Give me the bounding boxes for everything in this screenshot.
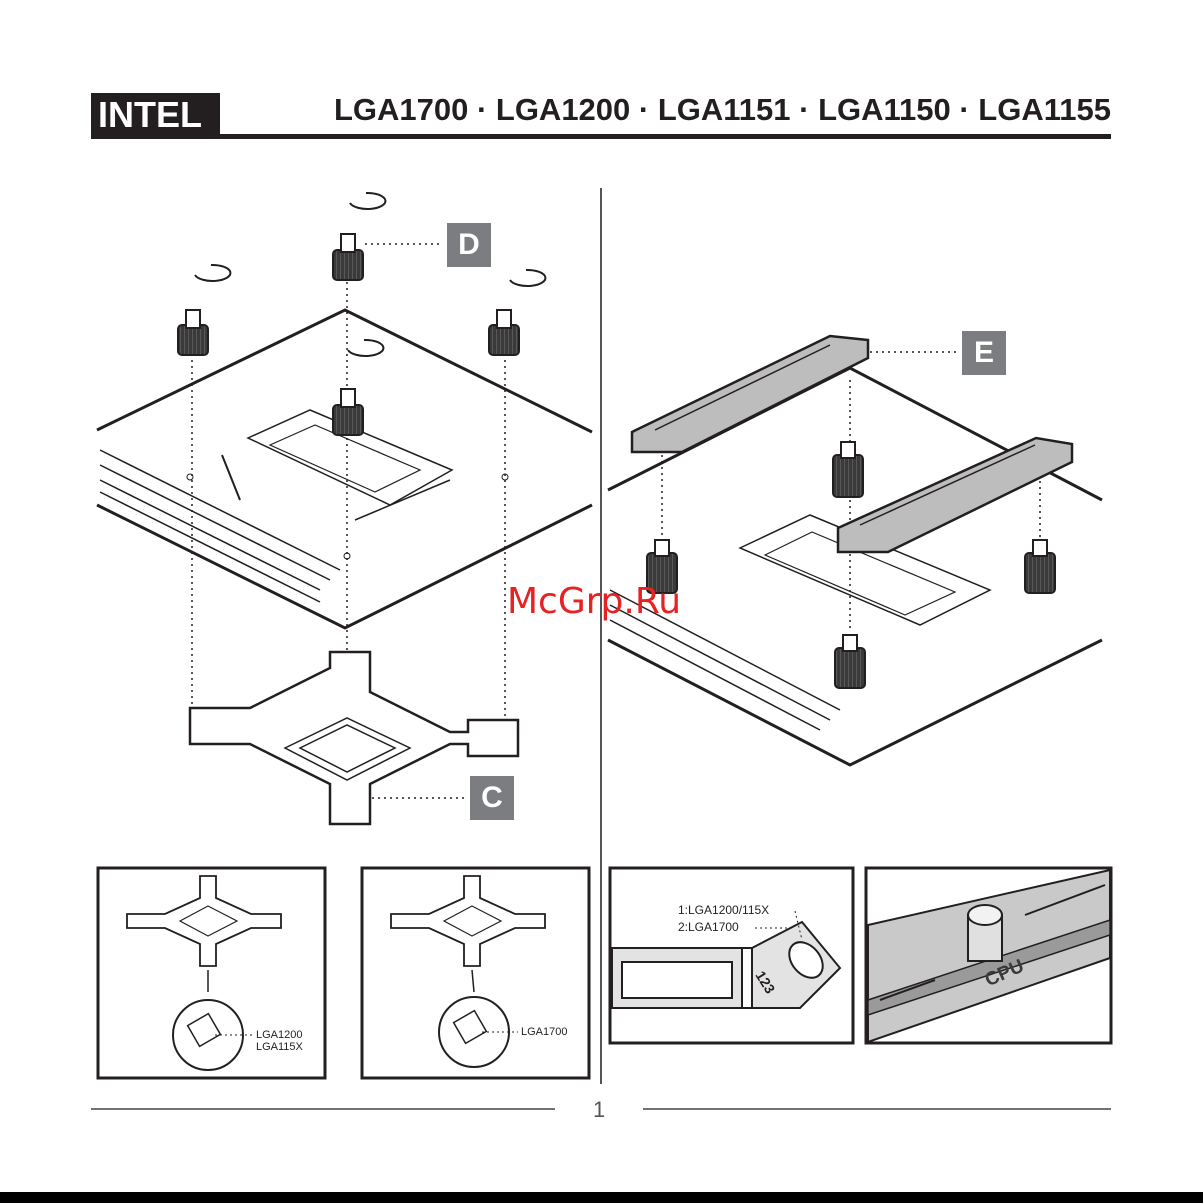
callout-c: C <box>470 776 514 820</box>
mini-backplate-1 <box>127 876 281 966</box>
standoff-icon <box>333 193 385 280</box>
cpu-marking-detail <box>868 870 1110 1042</box>
panel2-caption: LGA1700 <box>521 1026 567 1039</box>
callout-e: E <box>962 331 1006 375</box>
bracket-detail <box>612 922 840 1008</box>
watermark: McGrp.Ru <box>507 580 681 624</box>
backplate-c <box>190 652 518 824</box>
mini-backplate-2 <box>391 876 545 966</box>
standoff-icon <box>489 270 545 355</box>
standoff-icon <box>333 340 383 435</box>
page-number: 1 <box>593 1097 605 1123</box>
panel3-option1: 1:LGA1200/115X <box>678 903 769 917</box>
panel3-option2: 2:LGA1700 <box>678 920 739 934</box>
standoff-icon <box>178 265 230 355</box>
panel1-caption-line2: LGA115X <box>256 1041 303 1054</box>
column-divider <box>600 188 602 1084</box>
callout-d: D <box>447 223 491 267</box>
bottom-bar <box>0 1192 1203 1203</box>
